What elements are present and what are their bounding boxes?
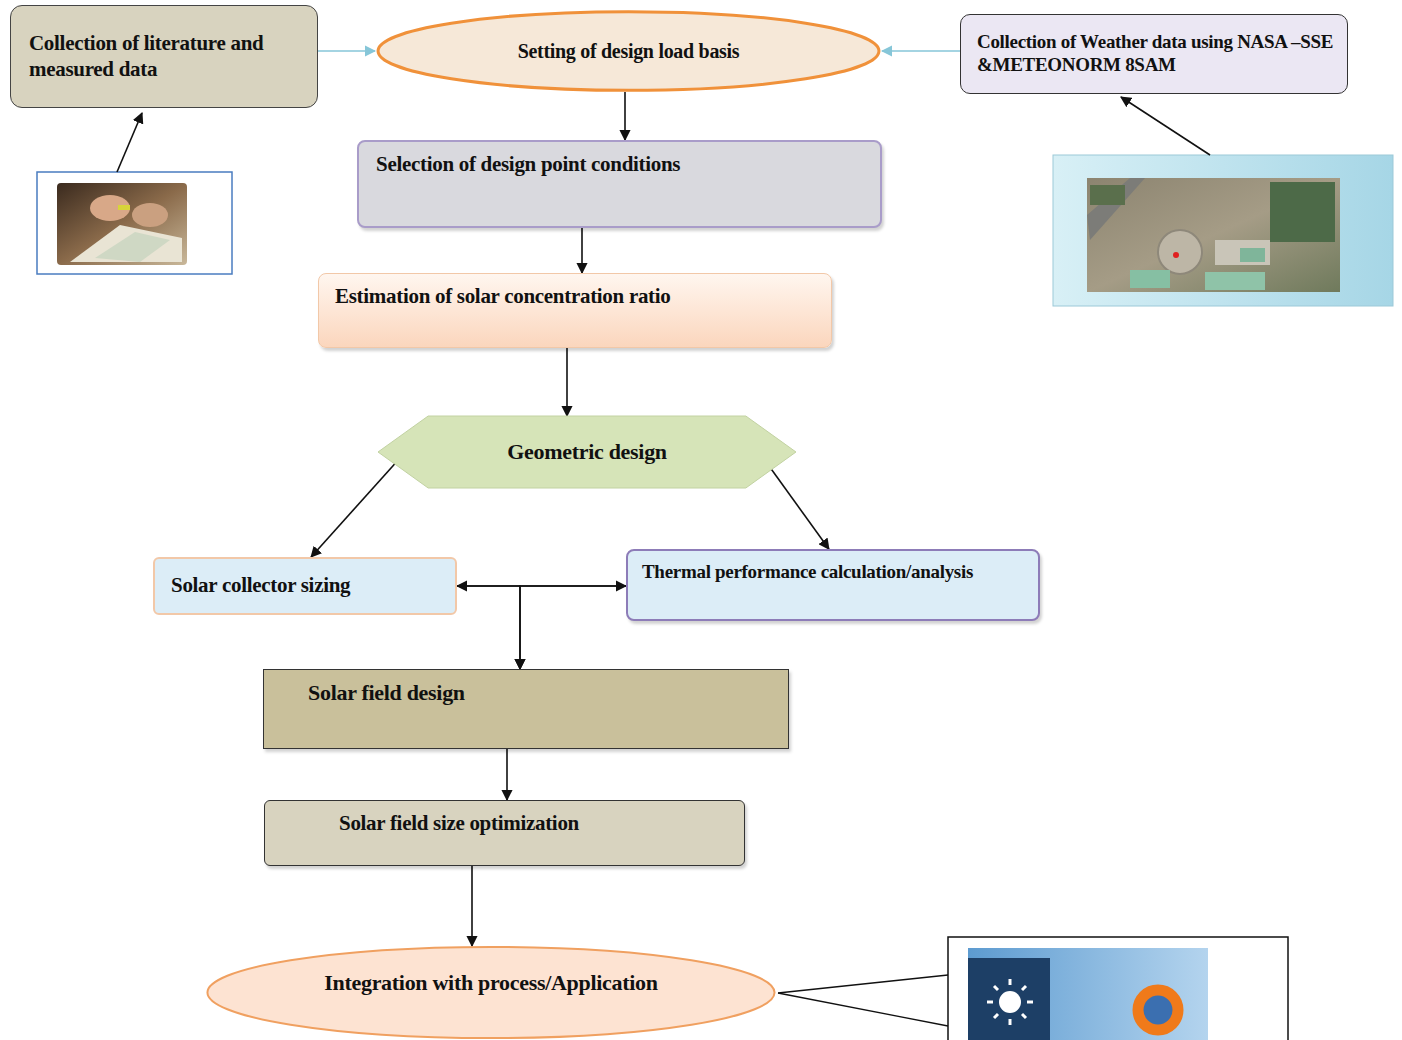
integration-ellipse: Integration with process/Application [204,945,778,1040]
design-basis-ellipse: Setting of design load basis [375,10,882,92]
process-box: Solar field size optimization [264,800,745,866]
node-label: Collection of Weather data using NASA –S… [977,31,1337,77]
flow-arrow [624,92,626,140]
node-label: Integration with process/Application [324,970,657,996]
leader-arrow [1121,97,1210,155]
process-box: Solar collector sizing [153,557,457,615]
flow-arrow [506,749,508,800]
leader-arrow [117,113,142,172]
design-hexagon: Geometric design [378,416,796,488]
flow-arrow [457,586,520,669]
flow-arrow [471,866,473,946]
flow-arrow [520,586,626,669]
node-label: Solar field design [308,680,465,706]
literature-photo [37,172,232,274]
source-box: Collection of Weather data using NASA –S… [960,14,1348,94]
source-box: Collection of literature and measured da… [10,5,318,108]
flow-arrow [882,50,960,52]
node-label: Estimation of solar concentration ratio [335,284,671,309]
process-box: Thermal performance calculation/analysis [626,549,1040,621]
node-label: Selection of design point conditions [376,152,680,177]
process-box: Estimation of solar concentration ratio [318,273,832,348]
flow-arrow [318,50,375,52]
process-box: Solar field design [263,669,789,749]
flow-arrow [581,228,583,273]
process-box: Selection of design point conditions [357,140,882,228]
leader-line [778,993,948,1026]
node-label: Solar collector sizing [171,573,350,598]
flow-arrow [767,463,829,549]
node-label: Setting of design load basis [518,39,740,63]
node-label: Solar field size optimization [339,811,579,836]
aerial-photo [1053,155,1393,306]
node-label: Geometric design [507,439,667,465]
leader-line [778,975,948,993]
node-label: Collection of literature and measured da… [29,31,307,81]
flow-arrow [566,348,568,416]
flow-arrow [311,459,399,557]
node-label: Thermal performance calculation/analysis [642,561,973,584]
software-icon [948,937,1288,1040]
